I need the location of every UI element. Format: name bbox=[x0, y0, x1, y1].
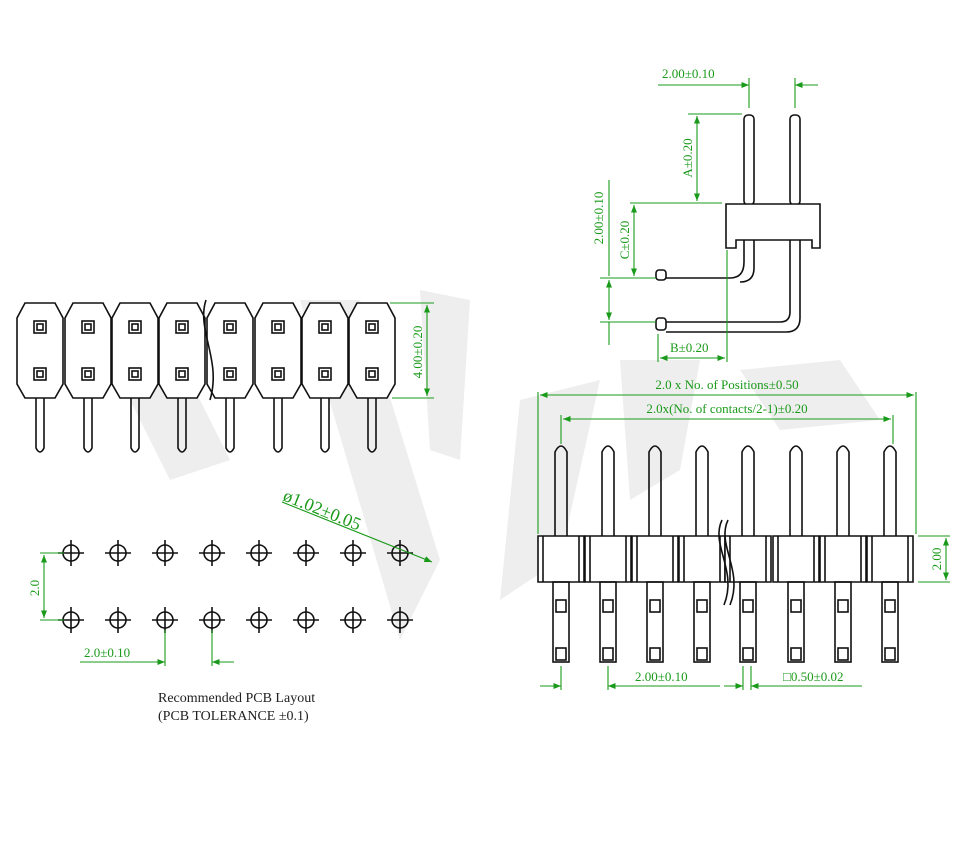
side-dim-pitch-label: 2.00±0.10 bbox=[662, 66, 715, 81]
pcb-hole-diameter-label: ø1.02±0.05 bbox=[281, 485, 364, 534]
side-dim-b-label: B±0.20 bbox=[670, 340, 709, 355]
pcb-hole bbox=[293, 607, 319, 633]
top-view-contact bbox=[631, 445, 679, 663]
side-view-bent-pin-inner bbox=[666, 240, 745, 279]
side-view-housing bbox=[725, 203, 821, 249]
top-view-contact bbox=[819, 445, 867, 663]
pcb-caption-title: Recommended PCB Layout bbox=[158, 691, 315, 706]
front-view-contact bbox=[16, 302, 64, 453]
front-dim-height-label: 4.00±0.20 bbox=[410, 326, 425, 379]
front-view-break-mark bbox=[202, 299, 215, 401]
side-view-bent-pin-outer-back bbox=[666, 240, 801, 333]
pcb-hole bbox=[340, 607, 366, 633]
side-dim-height-label: 2.00±0.10 bbox=[591, 192, 606, 245]
side-pin-tip-2 bbox=[655, 317, 667, 331]
side-view: 2.00±0.10 A±0.20 2.00±0.10 C±0.20 B±0.20 bbox=[591, 66, 821, 362]
top-view-pins bbox=[537, 445, 914, 663]
side-dim-a-label: A±0.20 bbox=[680, 138, 695, 177]
top-view-contact bbox=[772, 445, 820, 663]
pcb-hole bbox=[293, 540, 319, 566]
side-view-bent-pin-inner-back bbox=[739, 240, 755, 283]
side-pin-1 bbox=[743, 114, 755, 206]
pcb-hole bbox=[105, 607, 131, 633]
side-pin-2 bbox=[789, 114, 801, 206]
pcb-row-pitch-label: 2.0 bbox=[27, 580, 42, 596]
top-view-contact bbox=[537, 445, 585, 663]
top-view: 2.0 x No. of Positions±0.50 2.0x(No. of … bbox=[537, 377, 950, 690]
pcb-hole bbox=[246, 607, 272, 633]
pcb-col-pitch-label: 2.0±0.10 bbox=[84, 645, 130, 660]
front-view-bodies bbox=[16, 302, 396, 453]
top-pin-span-label: 2.0x(No. of contacts/2-1)±0.20 bbox=[646, 401, 807, 416]
top-view-break-mark bbox=[718, 519, 729, 606]
front-view-contact bbox=[64, 302, 112, 453]
pcb-hole bbox=[199, 607, 225, 633]
front-view-contact bbox=[254, 302, 302, 453]
top-view-contact bbox=[678, 445, 726, 663]
pcb-hole bbox=[105, 540, 131, 566]
top-view-break-mark bbox=[724, 519, 735, 606]
front-view-contact bbox=[158, 302, 206, 453]
pcb-hole bbox=[340, 540, 366, 566]
front-view-contact bbox=[348, 302, 396, 453]
front-view-contact bbox=[111, 302, 159, 453]
top-view-contact bbox=[584, 445, 632, 663]
top-overall-length-label: 2.0 x No. of Positions±0.50 bbox=[655, 377, 798, 392]
pcb-hole bbox=[246, 540, 272, 566]
pcb-hole bbox=[152, 540, 178, 566]
top-view-contact bbox=[866, 445, 914, 663]
side-dim-c-label: C±0.20 bbox=[617, 221, 632, 260]
top-pin-size-label: □0.50±0.02 bbox=[783, 669, 844, 684]
pcb-caption-tolerance: (PCB TOLERANCE ±0.1) bbox=[158, 709, 309, 724]
top-body-height-label: 2.00 bbox=[929, 548, 944, 571]
front-view: 4.00±0.20 bbox=[16, 299, 434, 453]
side-pin-tip-1 bbox=[655, 269, 667, 281]
pcb-hole-leader bbox=[281, 501, 433, 563]
top-view-contact bbox=[724, 445, 772, 663]
pcb-hole bbox=[199, 540, 225, 566]
front-view-contact bbox=[301, 302, 349, 453]
pcb-hole bbox=[387, 607, 413, 633]
side-view-bent-pin-outer bbox=[666, 240, 791, 323]
top-pin-pitch-label: 2.00±0.10 bbox=[635, 669, 688, 684]
pcb-holes bbox=[58, 540, 413, 633]
pcb-hole bbox=[152, 607, 178, 633]
